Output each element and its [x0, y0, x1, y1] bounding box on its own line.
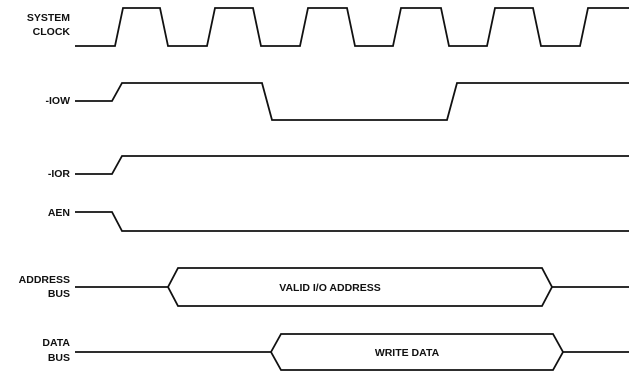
ior-label: -IOR [48, 168, 71, 180]
data-bus-content: WRITE DATA [375, 347, 440, 359]
data-bus-label-line2: BUS [48, 352, 70, 364]
aen-signal: AEN [48, 207, 629, 232]
data-bus-label-line1: DATA [42, 337, 70, 349]
data-bus-signal: DATA BUS WRITE DATA [42, 333, 629, 371]
address-bus-signal: ADDRESS BUS VALID I/O ADDRESS [19, 267, 629, 307]
aen-waveform [75, 211, 629, 232]
iow-waveform [75, 82, 629, 121]
system-clock-waveform [75, 7, 629, 47]
address-bus-label-line2: BUS [48, 288, 70, 300]
ior-waveform [75, 155, 629, 175]
iow-signal: -IOW [46, 82, 629, 121]
system-clock-signal: SYSTEM CLOCK [27, 7, 629, 47]
ior-signal: -IOR [48, 155, 629, 180]
system-clock-label-line1: SYSTEM [27, 12, 70, 24]
iow-label: -IOW [46, 95, 71, 107]
aen-label: AEN [48, 207, 70, 219]
address-bus-label-line1: ADDRESS [19, 274, 70, 286]
address-bus-content: VALID I/O ADDRESS [279, 282, 381, 294]
system-clock-label-line2: CLOCK [33, 26, 71, 38]
